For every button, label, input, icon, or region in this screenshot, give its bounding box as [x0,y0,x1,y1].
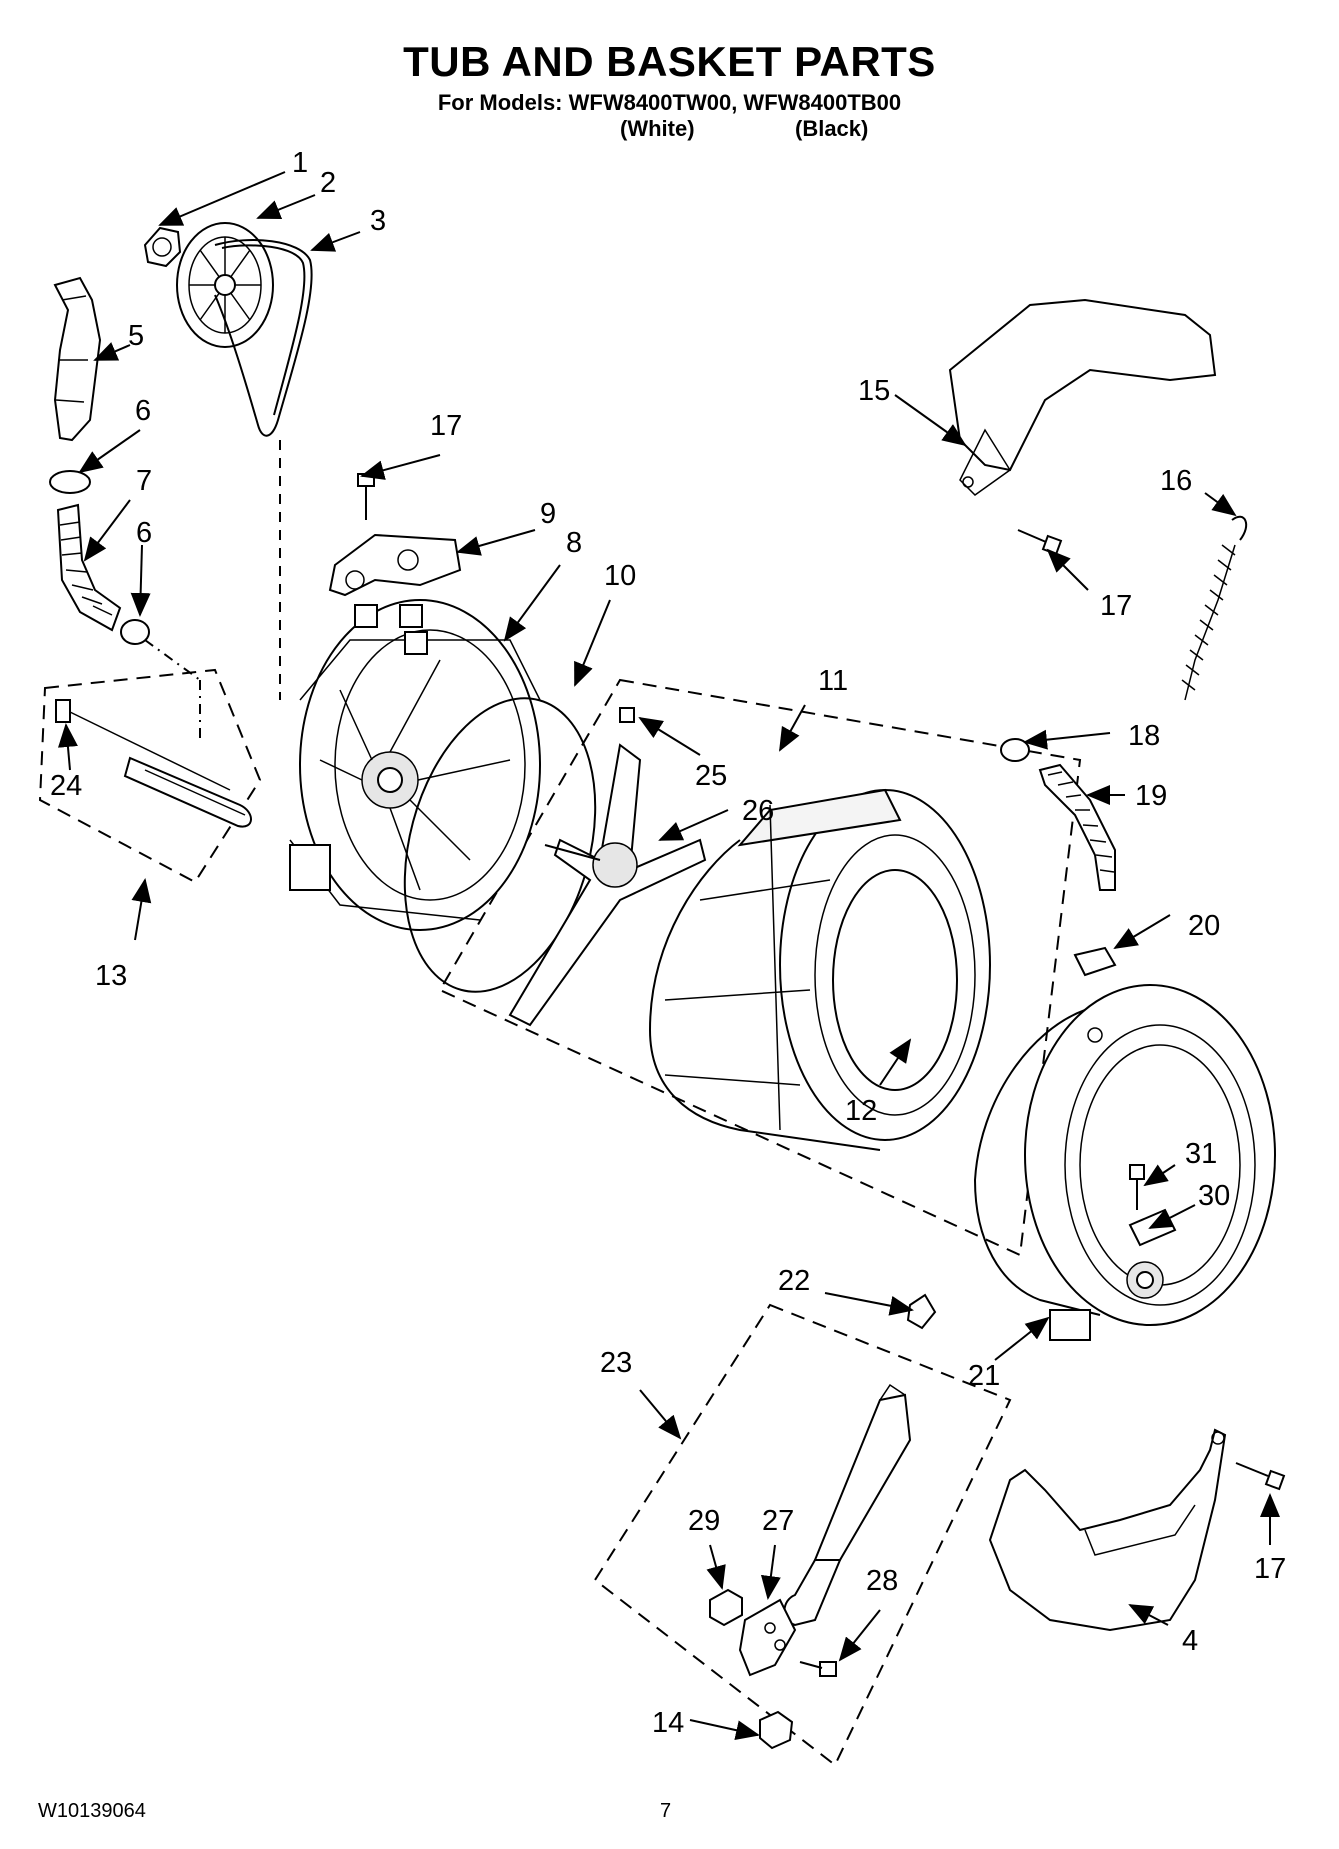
callout-7: 7 [136,465,152,497]
color-white-label: (White) [620,116,695,141]
callout-13: 13 [95,960,127,992]
part-nut-14 [759,1710,794,1750]
models-line: For Models: WFW8400TW00, WFW8400TB00 [437,90,902,115]
page-title: TUB AND BASKET PARTS [403,38,936,85]
callout-22: 22 [778,1265,810,1297]
callout-6b: 6 [136,517,152,549]
callout-12: 12 [845,1095,877,1127]
part-heater [123,756,252,828]
callout-28: 28 [866,1565,898,1597]
callout-20: 20 [1188,910,1220,942]
callout-16: 16 [1160,465,1192,497]
callout-25: 25 [695,760,727,792]
part-screw-17b [1017,529,1063,556]
callout-30: 30 [1198,1180,1230,1212]
callout-4: 4 [1182,1625,1198,1657]
callout-5: 5 [128,320,144,352]
part-bracket-9 [328,533,462,597]
part-thermistor-24 [55,699,231,791]
callout-15: 15 [858,375,890,407]
part-screw-17a [357,473,375,520]
part-pulley [176,222,274,348]
part-clip-20 [1073,946,1117,977]
part-rear-tub-8 [289,599,541,931]
part-basket-12 [648,788,991,1151]
callout-23: 23 [600,1347,632,1379]
part-drain-hose-5 [53,276,102,442]
color-black-label: (Black) [795,116,869,141]
group-13-box [38,668,262,884]
part-belt [214,239,313,437]
doc-number: W10139064 [38,1800,146,1822]
callout-14: 14 [652,1707,684,1739]
callout-9: 9 [540,498,556,530]
callout-17c: 17 [1254,1553,1286,1585]
callout-19: 19 [1135,780,1167,812]
callout-leaders [57,171,1280,1741]
callout-18: 18 [1128,720,1160,752]
callout-17b: 17 [1100,590,1132,622]
callout-10: 10 [604,560,636,592]
callout-24: 24 [50,770,82,802]
callout-labels: 1 2 3 4 5 6 6 7 8 9 10 11 12 13 14 15 16… [50,147,1286,1739]
part-front-tub-21 [973,984,1276,1341]
callout-6a: 6 [135,395,151,427]
callout-17a: 17 [430,410,462,442]
part-clip-22 [906,1293,937,1330]
callout-11: 11 [818,665,848,697]
part-hose-19 [1038,763,1116,891]
part-bracket-27 [738,1598,797,1677]
callout-1: 1 [292,147,308,179]
part-counterweight-4 [988,1428,1227,1632]
part-hose-7 [56,503,201,740]
part-clamp-6b [120,619,150,645]
part-counterweight-15 [948,298,1217,496]
callout-2: 2 [320,167,336,199]
group-11-box [438,678,1082,1257]
group-23-box [593,1303,1012,1767]
part-spider-26 [508,707,707,1027]
callout-29: 29 [688,1505,720,1537]
part-clamp-18 [1000,738,1030,762]
callout-8: 8 [566,527,582,559]
part-nut [143,226,182,268]
callout-3: 3 [370,205,386,237]
part-clamp-6a [49,470,91,494]
part-spring-16 [1181,515,1248,701]
callout-21: 21 [968,1360,1000,1392]
part-nut-29 [709,1588,743,1627]
page-number: 7 [660,1800,672,1822]
callout-27: 27 [762,1505,794,1537]
callout-26: 26 [742,795,774,827]
part-screw-28 [799,1661,837,1677]
callout-31: 31 [1185,1138,1217,1170]
part-screw-17c [1235,1462,1286,1491]
